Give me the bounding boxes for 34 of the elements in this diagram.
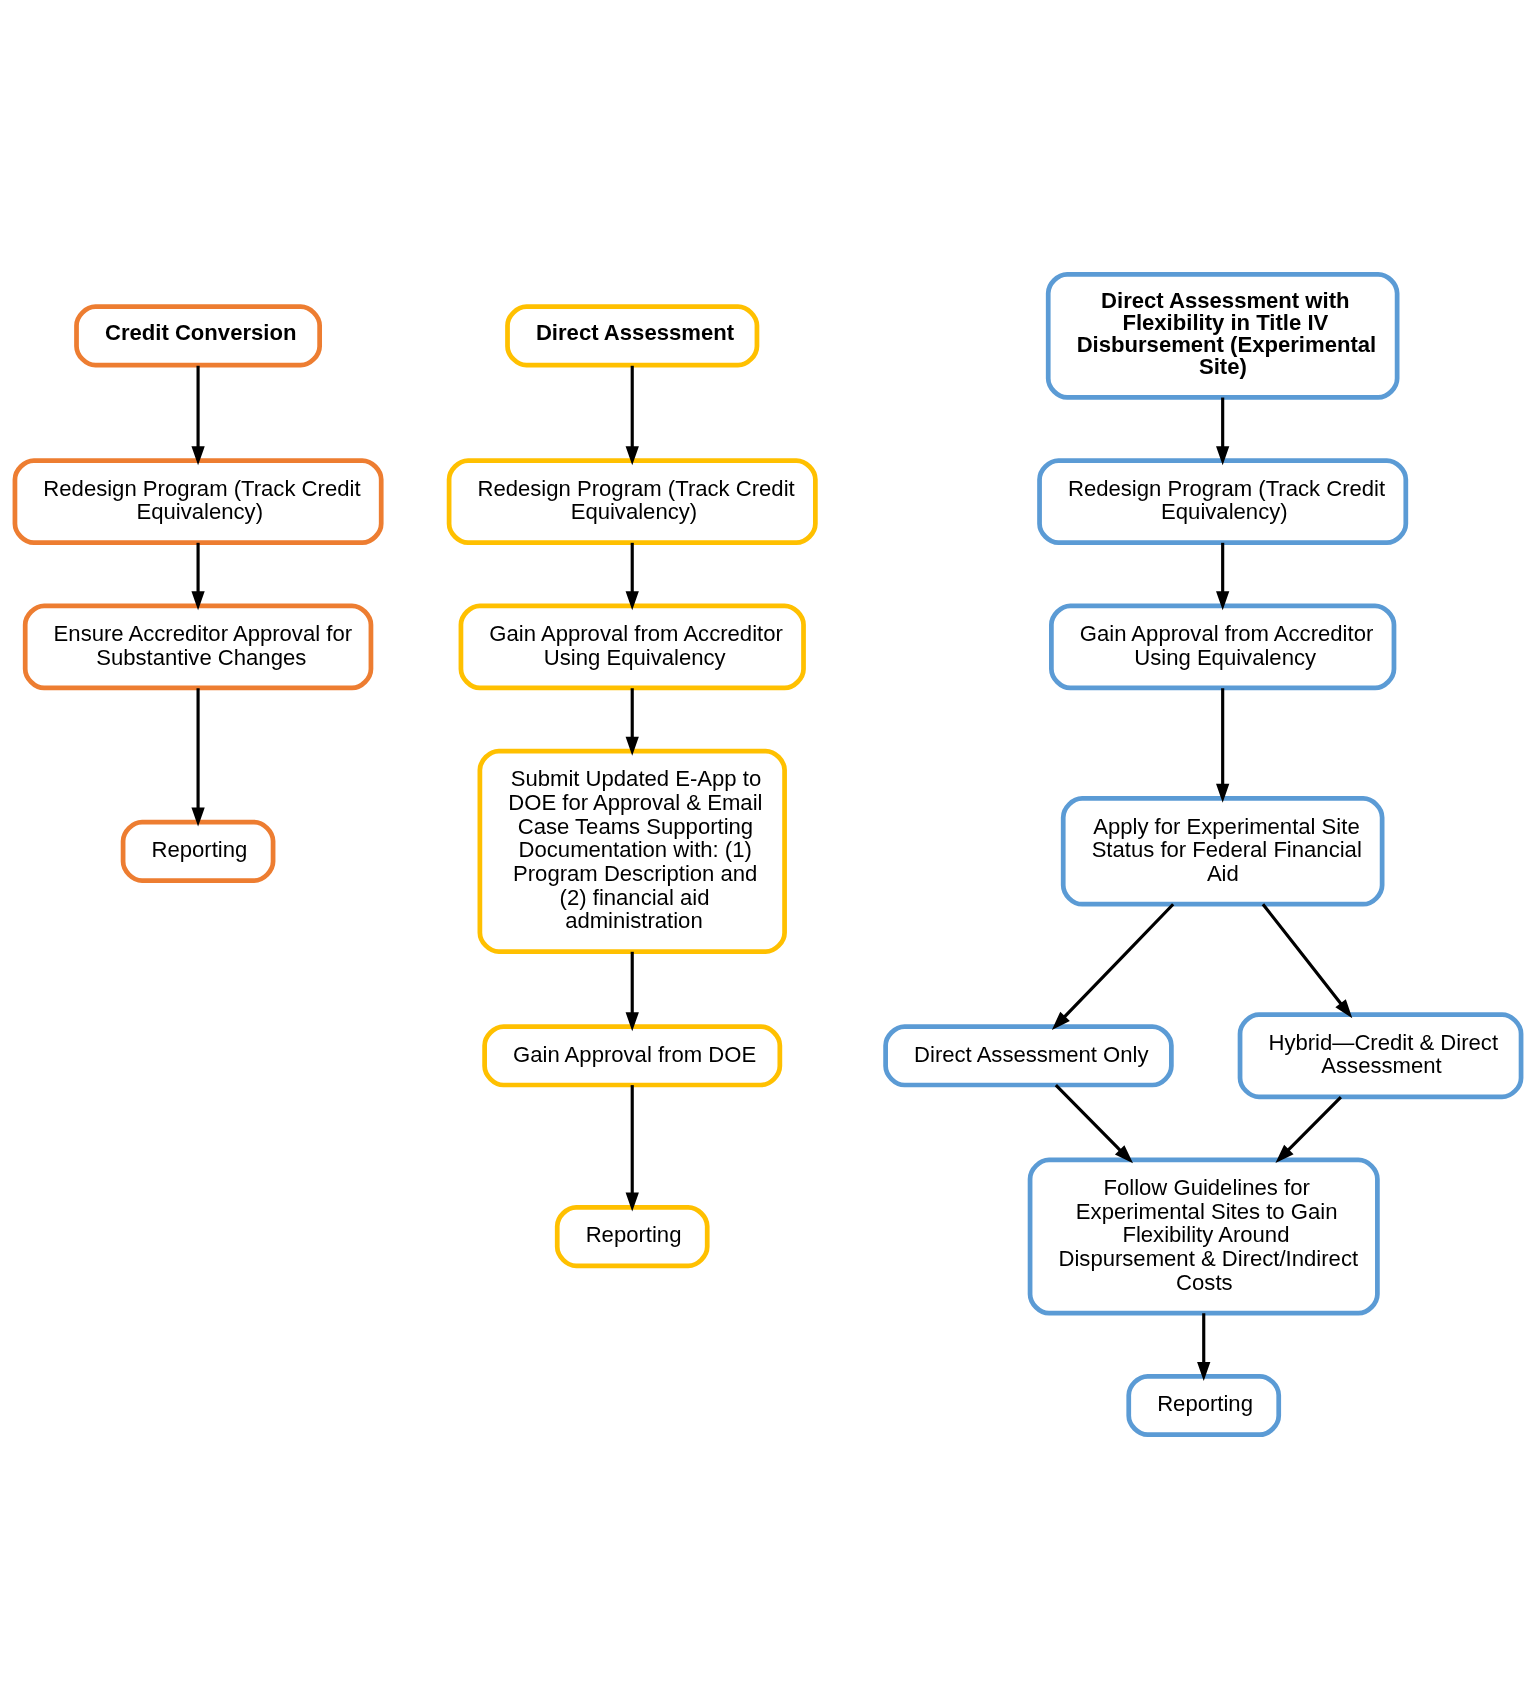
arrow xyxy=(1054,1083,1134,1163)
arrow xyxy=(625,1084,639,1212)
arrow xyxy=(191,365,205,465)
node-box: Direct Assessment Only xyxy=(883,1023,1174,1087)
node-box: Direct Assessment with Flexibility in Title IV Disbursement (Experimental Site) xyxy=(1045,271,1400,400)
arrow xyxy=(1216,542,1230,610)
arrow xyxy=(625,951,639,1031)
arrow xyxy=(1275,1095,1342,1163)
node-box: Apply for Experimental Site Status for Federal Financial Aid xyxy=(1060,795,1385,907)
node-box: Direct Assessment xyxy=(505,303,760,367)
arrow xyxy=(191,687,205,827)
arrow xyxy=(1216,397,1230,465)
arrow xyxy=(1261,902,1353,1018)
node-box: Credit Conversion xyxy=(74,303,322,367)
arrow xyxy=(191,542,205,610)
arrow xyxy=(625,687,639,756)
arrow xyxy=(1051,902,1175,1030)
node-box: Reporting xyxy=(1126,1373,1282,1437)
node-box: Reporting xyxy=(120,819,276,883)
node-box: Redesign Program (Track Credit Equivalency) xyxy=(12,457,384,545)
node-box: Follow Guidelines for Experimental Sites to Gain Flexibility Around Dispursement & Direct/Indirect Costs xyxy=(1027,1157,1380,1315)
arrow xyxy=(1216,687,1230,803)
arrow xyxy=(1197,1312,1211,1381)
node-box: Hybrid—Credit & Direct Assessment xyxy=(1237,1011,1524,1099)
node-box: Ensure Accreditor Approval for Substantive Changes xyxy=(22,603,374,690)
node-box: Reporting xyxy=(554,1204,710,1268)
arrow xyxy=(625,542,639,610)
node-box: Gain Approval from Accreditor Using Equivalency xyxy=(1049,603,1397,690)
node-box: Redesign Program (Track Credit Equivalency) xyxy=(1037,457,1409,545)
node-box: Redesign Program (Track Credit Equivalency) xyxy=(446,457,818,545)
node-box: Gain Approval from DOE xyxy=(482,1023,783,1087)
arrow xyxy=(625,365,639,465)
node-box: Submit Updated E-App to DOE for Approval & Email Case Teams Supporting Documentation with: (1) Program Description and (2) financial aid administration xyxy=(477,748,787,954)
node-box: Gain Approval from Accreditor Using Equivalency xyxy=(458,603,806,690)
